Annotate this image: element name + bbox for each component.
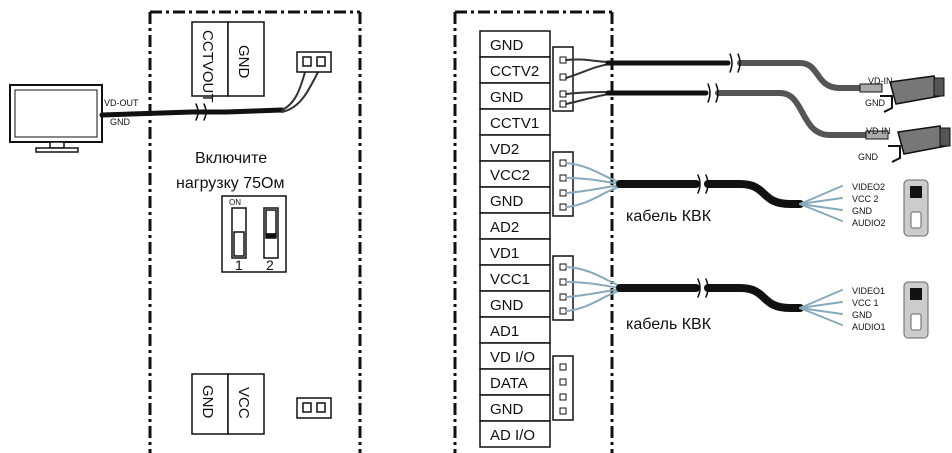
instruction-line-2: нагрузку 75Ом	[176, 175, 285, 192]
cable-label-2: кабель КВК	[626, 316, 712, 333]
monitor-power-terminal	[191, 373, 265, 435]
monitor-connector-top	[296, 51, 332, 73]
monitor-connector-bottom	[296, 397, 332, 419]
cable-label-1: кабель КВК	[626, 208, 712, 225]
terminal-cell	[479, 186, 551, 214]
terminal-cell	[479, 238, 551, 266]
dip-on-label: ON	[229, 198, 241, 207]
doorbell-1-pin-2: VCC 1	[852, 298, 879, 308]
doorbell-cable-1	[565, 266, 843, 326]
terminal-label: DATA	[490, 375, 528, 392]
doorbell-cable-2	[565, 162, 843, 222]
camera-cable-1	[565, 53, 865, 91]
tv-monitor-icon	[9, 84, 103, 153]
tv-coax-cable	[99, 71, 319, 121]
camera-cable-2	[565, 83, 873, 138]
terminal-label: GND	[490, 37, 524, 54]
doorbell-2-pin-3: GND	[852, 206, 873, 216]
terminal-cell	[479, 420, 551, 448]
terminal-cell	[479, 134, 551, 162]
terminal-label: CCTV2	[490, 63, 539, 80]
terminal-block: GNDCCTV2GNDCCTV1VD2VCC2GNDAD2VD1VCC1GNDA…	[479, 30, 551, 448]
tv-gnd-label: GND	[110, 117, 131, 127]
monitor-panel-outline	[148, 10, 362, 453]
dip-num-2: 2	[266, 257, 274, 273]
dip-switch[interactable]	[221, 195, 287, 273]
terminal-cell	[479, 394, 551, 422]
instruction-line-1: Включите	[195, 150, 267, 167]
terminal-label: CCTV1	[490, 115, 539, 132]
doorbell-panel-icon-1	[903, 281, 929, 339]
terminal-label: AD I/O	[490, 427, 535, 444]
monitor-cctv-terminal	[191, 21, 265, 97]
doorbell-1-pin-1: VIDEO1	[852, 286, 885, 296]
terminal-cell	[479, 30, 551, 58]
terminal-label: VD1	[490, 245, 519, 262]
terminal-label: GND	[490, 89, 524, 106]
camera-1-vd-in: VD-IN	[868, 76, 893, 86]
cctv-camera-icon-2	[865, 125, 951, 163]
cctvout-label: CCTVOUT	[199, 30, 216, 103]
terminal-cell	[479, 108, 551, 136]
terminal-label: GND	[490, 297, 524, 314]
terminal-cell	[479, 56, 551, 84]
camera-2-gnd: GND	[858, 152, 879, 162]
terminal-label: AD2	[490, 219, 519, 236]
terminal-label: VCC2	[490, 167, 530, 184]
doorbell-2-pin-2: VCC 2	[852, 194, 879, 204]
monitor-gnd-label: GND	[235, 45, 252, 79]
terminal-label: GND	[490, 193, 524, 210]
cctv-camera-icon-1	[859, 75, 945, 113]
camera-1-gnd: GND	[865, 98, 886, 108]
terminal-panel-outline	[453, 10, 614, 453]
terminal-cell	[479, 160, 551, 188]
terminal-label: AD1	[490, 323, 519, 340]
doorbell-2-pin-1: VIDEO2	[852, 182, 885, 192]
terminal-label: GND	[490, 401, 524, 418]
terminal-label: VD2	[490, 141, 519, 158]
terminal-label: VD I/O	[490, 349, 535, 366]
camera-2-vd-in: VD-IN	[866, 126, 891, 136]
terminal-cell	[479, 368, 551, 396]
doorbell-1-pin-4: AUDIO1	[852, 322, 886, 332]
power-vcc-label: VCC	[235, 387, 252, 419]
dip-num-1: 1	[235, 257, 243, 273]
terminal-label: VCC1	[490, 271, 530, 288]
terminal-cell	[479, 212, 551, 240]
doorbell-1-pin-3: GND	[852, 310, 873, 320]
terminal-cell	[479, 264, 551, 292]
power-gnd-label: GND	[199, 385, 216, 419]
terminal-cell	[479, 82, 551, 110]
doorbell-panel-icon-2	[903, 179, 929, 237]
tv-vd-out-label: VD-OUT	[104, 98, 139, 108]
doorbell-2-pin-4: AUDIO2	[852, 218, 886, 228]
terminal-cell	[479, 316, 551, 344]
